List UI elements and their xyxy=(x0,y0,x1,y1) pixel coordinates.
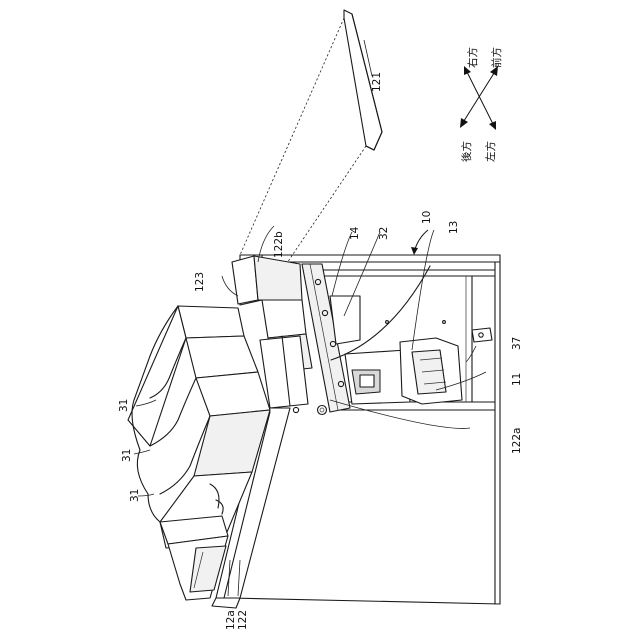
label-11: 11 xyxy=(511,373,523,386)
label-13: 13 xyxy=(448,221,460,234)
assembly-dashed-line-upper xyxy=(240,18,344,255)
label-122b: 122b xyxy=(273,231,285,258)
label-12a: 12a xyxy=(225,610,237,630)
label-121: 121 xyxy=(371,72,383,92)
front-plate-upper xyxy=(260,300,312,408)
top-cap-123 xyxy=(232,256,302,304)
direction-front: 前方 xyxy=(490,47,503,68)
label-14: 14 xyxy=(349,226,361,240)
direction-rear: 後方 xyxy=(460,141,473,162)
label-31-bot: 31 xyxy=(129,489,141,502)
label-123: 123 xyxy=(194,272,206,292)
label-10: 10 xyxy=(421,211,433,224)
direction-left: 左方 xyxy=(484,141,497,162)
label-32: 32 xyxy=(378,227,390,240)
direction-legend: 右方 前方 後方 左方 xyxy=(460,47,503,162)
label-37: 37 xyxy=(511,337,523,350)
internal-mechanism xyxy=(302,264,492,412)
label-122: 122 xyxy=(237,610,249,630)
label-31-top: 31 xyxy=(118,399,130,412)
direction-right: 右方 xyxy=(466,47,479,68)
label-122a: 122a xyxy=(511,428,523,454)
label-31-mid: 31 xyxy=(121,449,133,462)
